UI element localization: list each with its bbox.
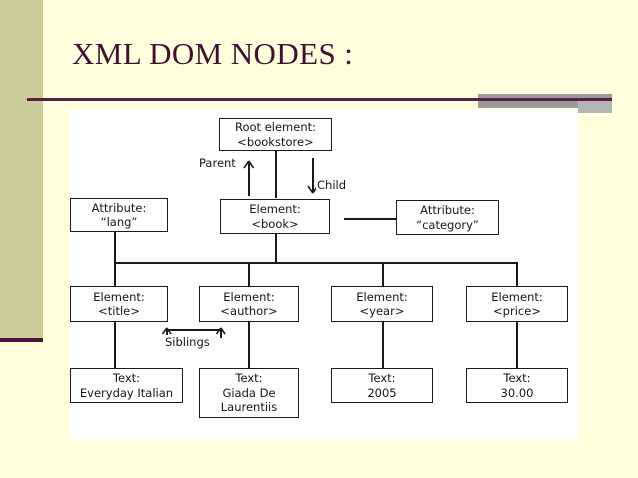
child-arrow-shaft xyxy=(312,158,314,192)
node-title-line1: Element: xyxy=(93,289,145,304)
node-text-author-line3: Laurentiis xyxy=(220,400,278,415)
node-attr-category-line1: Attribute: xyxy=(420,203,475,217)
node-text-price-line2: 30.00 xyxy=(500,385,534,400)
node-text-author-line2: Giada De xyxy=(222,385,276,400)
connector-year-to-text xyxy=(382,322,384,368)
connector-title-to-text xyxy=(114,322,116,368)
node-root-line1: Root element: xyxy=(234,120,316,134)
node-element-book[interactable]: Element: <book> xyxy=(220,199,330,234)
connector-price-to-text xyxy=(516,322,518,368)
node-text-title[interactable]: Text: Everyday Italian xyxy=(70,368,183,403)
node-element-author[interactable]: Element: <author> xyxy=(199,286,299,322)
node-root-element[interactable]: Root element: <bookstore> xyxy=(219,118,332,151)
node-element-title[interactable]: Element: <title> xyxy=(70,286,168,322)
node-attr-lang-line2: “lang” xyxy=(100,215,138,229)
node-element-year[interactable]: Element: <year> xyxy=(331,286,433,322)
node-attr-lang-line1: Attribute: xyxy=(91,200,147,215)
node-author-line1: Element: xyxy=(223,289,275,304)
node-price-line2: <price> xyxy=(493,304,541,318)
node-text-author[interactable]: Text: Giada De Laurentiis xyxy=(199,368,299,418)
label-siblings: Siblings xyxy=(164,335,211,349)
node-price-line1: Element: xyxy=(491,289,543,304)
diagram-canvas: Root element: <bookstore> Attribute: “la… xyxy=(70,110,578,440)
left-accent-band xyxy=(0,0,43,341)
label-parent: Parent xyxy=(198,156,237,170)
connector-lang-to-title xyxy=(114,231,116,262)
node-text-price-line1: Text: xyxy=(503,371,531,385)
node-text-year[interactable]: Text: 2005 xyxy=(331,368,433,403)
parent-arrow-shaft xyxy=(248,162,250,196)
node-attr-category-line2: “category” xyxy=(416,217,479,232)
node-text-price[interactable]: Text: 30.00 xyxy=(466,368,568,403)
node-author-line2: <author> xyxy=(220,304,278,318)
node-attribute-lang[interactable]: Attribute: “lang” xyxy=(70,198,168,232)
connector-children-bus xyxy=(114,262,517,264)
title-divider-rule xyxy=(27,98,612,101)
node-text-year-line2: 2005 xyxy=(367,385,397,400)
connector-book-to-bus xyxy=(275,234,277,263)
connector-root-to-book xyxy=(275,150,277,198)
siblings-bracket xyxy=(166,329,220,331)
connector-bus-to-price xyxy=(516,262,518,286)
connector-bus-to-author xyxy=(248,262,250,286)
node-book-line1: Element: xyxy=(249,202,301,216)
node-element-price[interactable]: Element: <price> xyxy=(466,286,568,322)
label-child: Child xyxy=(316,178,348,192)
node-attribute-category[interactable]: Attribute: “category” xyxy=(396,200,499,235)
left-accent-rule xyxy=(0,338,43,342)
connector-author-to-text xyxy=(248,322,250,368)
node-year-line1: Element: xyxy=(356,289,408,304)
node-text-title-line2: Everyday Italian xyxy=(79,385,174,400)
connector-bus-to-year xyxy=(382,262,384,286)
connector-bus-to-title xyxy=(114,262,116,286)
node-text-title-line1: Text: xyxy=(112,371,141,385)
siblings-bracket-right xyxy=(220,329,222,338)
node-book-line2: <book> xyxy=(251,216,299,231)
title-gray-bar-lower xyxy=(578,101,612,113)
node-year-line2: <year> xyxy=(359,304,405,318)
node-text-author-line1: Text: xyxy=(235,371,263,386)
node-title-line2: <title> xyxy=(98,304,140,318)
page-title: XML DOM NODES : xyxy=(72,36,354,71)
connector-book-to-category xyxy=(344,218,397,220)
node-text-year-line1: Text: xyxy=(368,371,396,385)
node-root-line2: <bookstore> xyxy=(237,134,314,149)
